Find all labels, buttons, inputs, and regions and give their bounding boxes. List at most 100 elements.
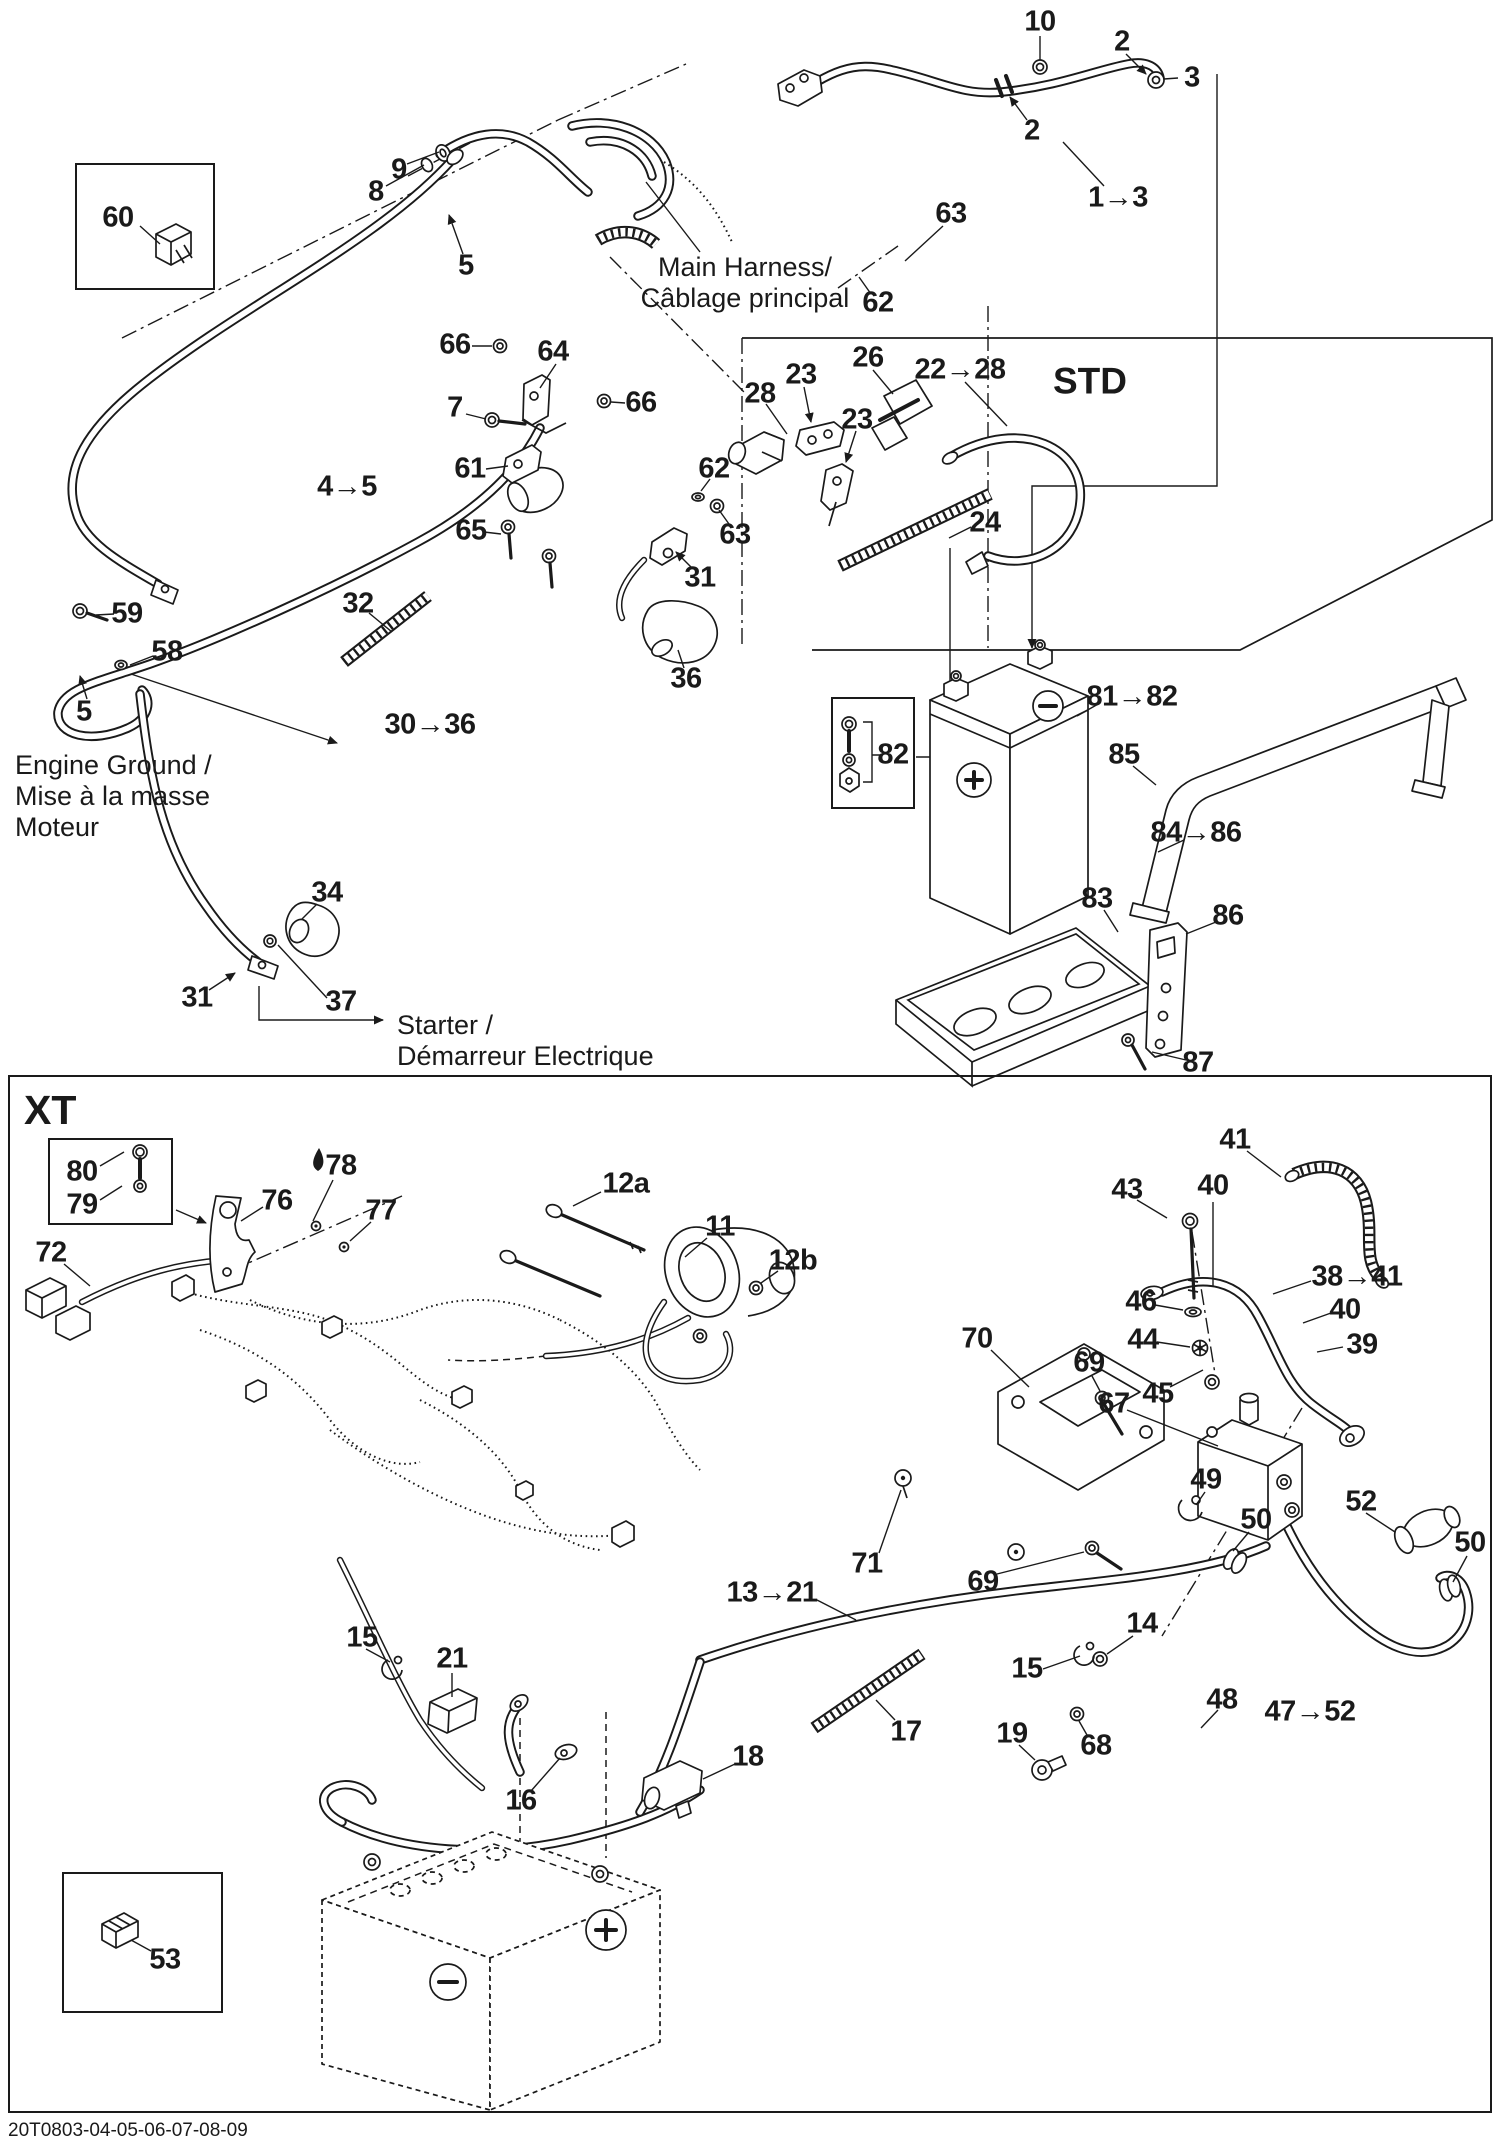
callout-31: 31: [181, 981, 213, 1014]
connector-72: [25, 1277, 91, 1341]
callout-18: 18: [732, 1740, 764, 1773]
callout-2: 2: [1024, 114, 1040, 147]
callout-15: 15: [346, 1621, 378, 1654]
callout-10: 10: [1024, 5, 1056, 38]
callout-69: 69: [967, 1565, 999, 1598]
callout-65: 65: [455, 514, 487, 547]
hardware-80-79-icons: [132, 1144, 148, 1193]
callout-1→3: 1→3: [1088, 181, 1148, 214]
callout-78: 78: [325, 1149, 357, 1182]
callout-40: 40: [1197, 1169, 1229, 1202]
callout-30→36: 30→36: [384, 708, 476, 741]
xt-section-box: [8, 1075, 1492, 2113]
main-harness-line2: Câblage principal: [640, 283, 850, 313]
callout-64: 64: [537, 335, 569, 368]
callout-36: 36: [670, 662, 702, 695]
callout-50: 50: [1454, 1526, 1486, 1559]
callout-4→5: 4→5: [317, 470, 377, 503]
xt-battery: [321, 1831, 661, 2111]
callout-61: 61: [454, 452, 486, 485]
callout-72: 72: [35, 1236, 67, 1269]
std-section-border: [742, 337, 1493, 651]
battery-tray-83: [895, 927, 1151, 1088]
callout-24: 24: [969, 506, 1001, 539]
engine-ground-caption: Engine Ground / Mise à la masse Moteur: [15, 750, 212, 843]
engine-ground-line1: Engine Ground /: [15, 750, 212, 780]
screw-87: [1121, 1033, 1147, 1071]
callout-21: 21: [436, 1642, 468, 1675]
callout-59: 59: [111, 597, 143, 630]
routing-arrows: [130, 74, 1218, 1025]
callout-83: 83: [1081, 882, 1113, 915]
callout-32: 32: [342, 587, 374, 620]
starter-line1: Starter /: [397, 1010, 494, 1040]
callout-28: 28: [744, 377, 776, 410]
callout-87: 87: [1182, 1046, 1214, 1079]
starter-line2: Démarreur Electrique: [397, 1041, 654, 1071]
callout-11: 11: [705, 1210, 735, 1243]
battery-strap-85: [1129, 677, 1467, 924]
callout-67: 67: [1098, 1387, 1130, 1420]
callout-23: 23: [841, 403, 873, 436]
inset-box-60: [75, 163, 215, 290]
callout-45: 45: [1142, 1377, 1174, 1410]
callout-70: 70: [961, 1322, 993, 1355]
callout-62: 62: [698, 452, 730, 485]
callout-84→86: 84→86: [1150, 816, 1242, 849]
clip-53-icon: [101, 1912, 139, 1949]
bracket-76: [209, 1148, 350, 1293]
callout-58: 58: [151, 635, 183, 668]
callout-86: 86: [1212, 899, 1244, 932]
callout-16: 16: [505, 1784, 537, 1817]
callout-52: 52: [1345, 1485, 1377, 1518]
stud-washers-8-9: [420, 144, 464, 173]
engine-ground-line3: Moteur: [15, 812, 100, 842]
cable-ends-right: [1031, 1169, 1462, 1781]
callout-3: 3: [1184, 61, 1200, 94]
callout-44: 44: [1127, 1323, 1159, 1356]
callout-48: 48: [1206, 1683, 1238, 1716]
callout-63: 63: [719, 518, 751, 551]
clip-60-icon: [155, 223, 193, 266]
inset-box-80-79: [48, 1138, 173, 1225]
callout-68: 68: [1080, 1729, 1112, 1762]
document-number: 20T0803-04-05-06-07-08-09: [8, 2120, 248, 2141]
hardware-82-icons: [839, 716, 936, 793]
bracket-70: [997, 1343, 1165, 1491]
callout-63: 63: [935, 197, 967, 230]
callout-53: 53: [149, 1943, 181, 1976]
callout-22→28: 22→28: [914, 353, 1006, 386]
callout-66: 66: [625, 386, 657, 419]
callout-80: 80: [66, 1155, 98, 1188]
inset-box-53: [62, 1872, 223, 2013]
callout-7: 7: [447, 391, 463, 424]
callout-15: 15: [1011, 1652, 1043, 1685]
callout-37: 37: [325, 985, 357, 1018]
solenoid-67: [1197, 1392, 1303, 1541]
callout-82: 82: [877, 738, 909, 771]
leader-lines: [63, 36, 1468, 1952]
callout-17: 17: [890, 1715, 922, 1748]
std-section-label: STD: [1053, 360, 1127, 402]
std-parts: [727, 379, 989, 575]
callout-39: 39: [1346, 1328, 1378, 1361]
fasteners-43-46-44-45-69: [1084, 1212, 1220, 1571]
battery-cable-parts-xt: [381, 1655, 703, 1819]
callout-19: 19: [996, 1717, 1028, 1750]
callout-8: 8: [368, 175, 384, 208]
callout-47→52: 47→52: [1264, 1695, 1356, 1728]
callout-5: 5: [76, 695, 92, 728]
starter-lug-hardware: [247, 901, 340, 980]
callout-69: 69: [1073, 1346, 1105, 1379]
callout-12a: 12a: [602, 1167, 650, 1200]
engine-ground-line2: Mise à la masse: [15, 781, 211, 811]
callout-41: 41: [1219, 1123, 1251, 1156]
callout-12b: 12b: [768, 1244, 818, 1277]
callout-43: 43: [1111, 1173, 1143, 1206]
starter-caption: Starter / Démarreur Electrique: [397, 1010, 654, 1072]
inset-box-82: [831, 697, 915, 809]
callout-26: 26: [852, 341, 884, 374]
starter-11: [499, 1203, 796, 1385]
